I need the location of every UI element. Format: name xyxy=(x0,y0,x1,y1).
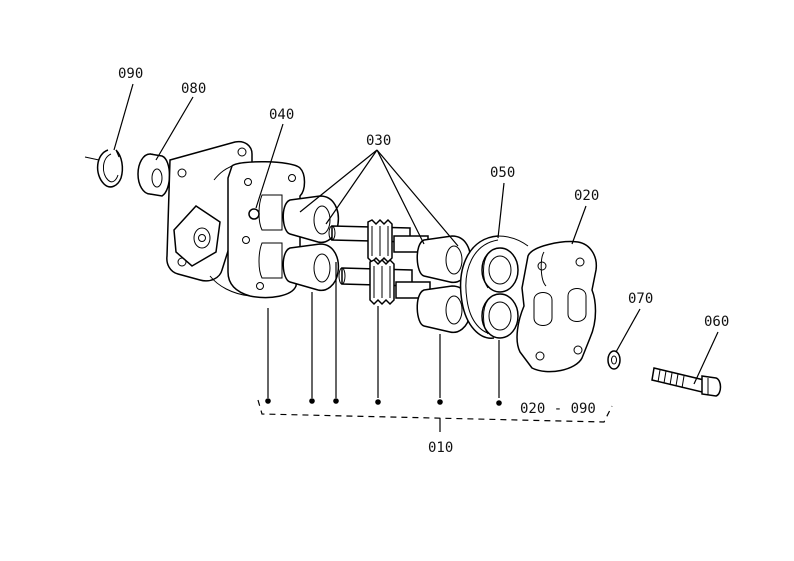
label-030: 030 xyxy=(366,133,391,149)
snap-ring-090 xyxy=(84,149,124,188)
label-070: 070 xyxy=(628,291,653,307)
reference-dots xyxy=(265,398,502,406)
bearing-block-left xyxy=(282,195,340,292)
label-050: 050 xyxy=(490,165,515,181)
label-010: 010 xyxy=(428,440,453,456)
bolt-060 xyxy=(651,367,722,397)
label-060: 060 xyxy=(704,314,729,330)
label-040: 040 xyxy=(269,107,294,123)
label-090: 090 xyxy=(118,66,143,82)
bearing-block-right xyxy=(416,235,472,334)
washer-070 xyxy=(607,350,621,370)
leader-lines xyxy=(113,83,719,432)
seal-080 xyxy=(137,153,171,197)
label-080: 080 xyxy=(181,81,206,97)
label-range: 020 - 090 xyxy=(520,401,596,417)
end-cover-020 xyxy=(516,240,598,373)
cover-bushings xyxy=(481,247,519,339)
pump-housing xyxy=(166,140,306,299)
label-020: 020 xyxy=(574,188,599,204)
gear-shafts xyxy=(328,218,431,306)
